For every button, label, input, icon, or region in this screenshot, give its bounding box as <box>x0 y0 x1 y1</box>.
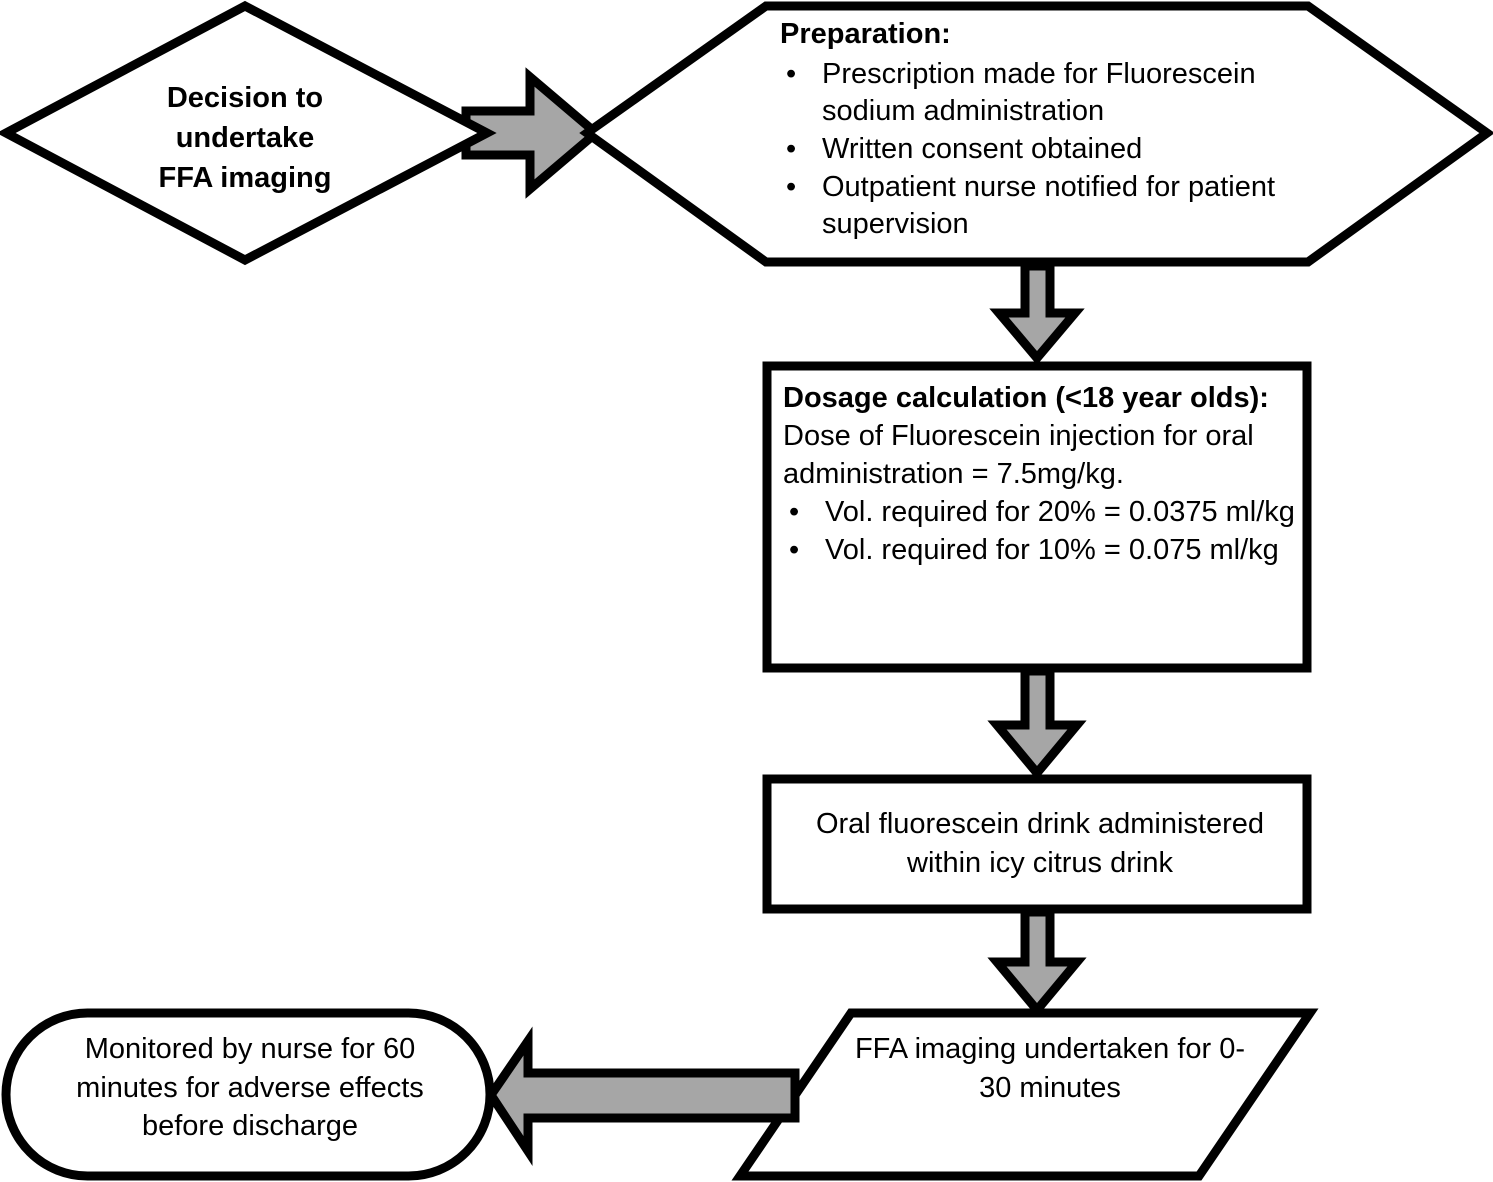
connector-drink-to-ffa-arrow <box>987 907 1087 1018</box>
connector-dosage-to-drink-arrow <box>987 666 1087 781</box>
node-decision-diamond[interactable] <box>0 0 497 266</box>
connector-decision-to-preparation-arrow <box>461 67 603 199</box>
connector-ffa-to-monitor-arrow <box>485 1026 800 1166</box>
node-preparation-hexagon[interactable] <box>579 1 1493 267</box>
node-monitor-stadium[interactable] <box>1 1008 495 1181</box>
node-drink-box[interactable] <box>762 774 1312 914</box>
connector-preparation-to-dosage-arrow <box>989 261 1085 365</box>
node-ffa-imaging-parallelogram[interactable] <box>731 1008 1319 1181</box>
node-dosage-box[interactable] <box>762 361 1312 673</box>
